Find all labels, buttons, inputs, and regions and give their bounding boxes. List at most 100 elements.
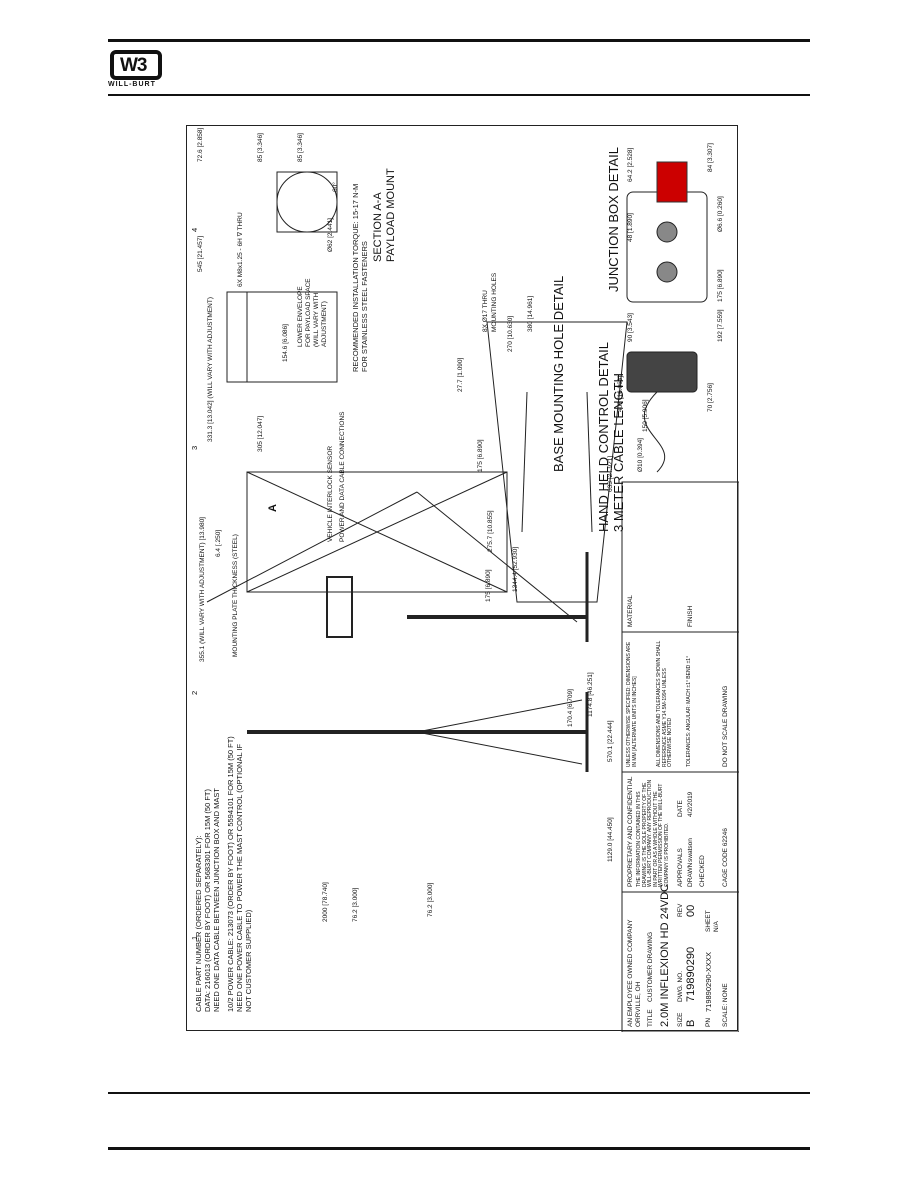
cable-note-1: CABLE PART NUMBER (ORDERED SEPARATELY): — [194, 835, 203, 1012]
tb-approvals: APPROVALS — [677, 848, 684, 887]
dim-270: 270 [10.630] — [507, 315, 514, 352]
lower-envelope-1: LOWER ENVELOPE — [297, 286, 304, 347]
tb-title: 2.0M INFLEXION HD 24VDC — [659, 883, 671, 1027]
base-plate — [486, 321, 628, 603]
dim-85-b: 85 [3.346] — [297, 133, 304, 162]
mast-arm-1 — [206, 491, 418, 603]
label-will-vary: 355.1 (WILL VARY WITH ADJUSTMENT) [13.98… — [199, 517, 206, 662]
cable-note-3: NEED ONE DATA CABLE BETWEEN JUNCTION BOX… — [212, 788, 221, 1012]
power-note-2: NEED ONE POWER CABLE TO POWER THE MAST C… — [235, 743, 244, 1012]
tb-prop-title: PROPRIETARY AND CONFIDENTIAL — [627, 776, 634, 887]
dim-90: 90 [3.543] — [627, 313, 634, 342]
tb-all-dims: ALL DIMENSIONS AND TOLERANCES SHOWN SHAL… — [656, 640, 673, 767]
tb-date: 4/2/2019 — [687, 791, 694, 817]
dim-305: 305 [12.047] — [257, 415, 264, 452]
tb-pn-label: PN — [705, 1017, 712, 1027]
section-sub: PAYLOAD MOUNT — [385, 168, 397, 262]
junction-title: JUNCTION BOX DETAIL — [606, 147, 621, 292]
footer-rule-top — [108, 1092, 810, 1094]
dim-72-6: 72.6 [2.858] — [197, 127, 204, 162]
lower-envelope-4: ADJUSTMENT) — [321, 301, 328, 347]
dim-331-3: 331.3 [13.042] (WILL VARY WITH ADJUSTMEN… — [207, 296, 214, 442]
drawing-sheet: CABLE PART NUMBER (ORDERED SEPARATELY): … — [186, 125, 739, 1032]
label-mounting-holes-1: 8X Ø17 THRU — [482, 290, 489, 332]
dim-6-6: Ø6.6 [0.260] — [717, 196, 724, 232]
grid-col-2: 2 — [190, 690, 199, 695]
tb-sheet-label: SHEET — [705, 910, 712, 932]
junction-box-knob-1 — [656, 261, 678, 283]
dim-175-b: 175 [6.890] — [477, 439, 484, 472]
dim-84: 84 [3.307] — [707, 143, 714, 172]
junction-box-outline — [626, 191, 708, 303]
tb-pn: 719890290-XXXX — [704, 951, 713, 1012]
header-rule-bottom — [108, 94, 810, 96]
torque-note-2: FOR STAINLESS STEEL FASTENERS — [360, 241, 369, 372]
grid-col-4: 4 — [190, 227, 199, 232]
dim-380: 380 [14.961] — [527, 295, 534, 332]
power-note-1: 10/2 POWER CABLE: 213073 (ORDER BY FOOT)… — [226, 736, 235, 1012]
logo-text: W3 — [120, 55, 147, 76]
logo-company-name: WILL-BURT — [108, 81, 156, 88]
handheld-title: HAND HELD CONTROL DETAIL — [596, 342, 611, 532]
will-burt-logo: W3 WILL-BURT — [108, 50, 168, 92]
junction-box-knob-2 — [656, 221, 678, 243]
tb-size: B — [685, 1019, 697, 1027]
rear-brace-r — [416, 699, 583, 733]
tb-drawn-by: swatson — [687, 838, 694, 862]
dim-170-4: 170.4 [6.709] — [567, 689, 574, 727]
tb-rev: 00 — [685, 904, 697, 917]
tb-company-1: AN EMPLOYEE OWNED COMPANY — [627, 919, 634, 1027]
label-interlock: VEHICLE INTERLOCK SENSOR — [327, 445, 334, 542]
dim-70: 70 [2.756] — [707, 383, 714, 412]
tb-customer: CUSTOMER DRAWING — [647, 931, 654, 1002]
mast-arm-2 — [416, 491, 578, 623]
tb-cage: CAGE CODE 62246 — [722, 828, 729, 887]
dim-48: 48 [1.890] — [627, 213, 634, 242]
dim-60: 60° — [332, 182, 339, 192]
label-power-data: POWER AND DATA CABLE CONNECTIONS — [339, 411, 346, 542]
tb-rev-label: REV — [677, 903, 684, 917]
tb-scale: SCALE: NONE — [722, 983, 729, 1027]
dim-2000: 2000 [78.740] — [322, 882, 329, 922]
dim-62: Ø62 [2.441] — [327, 218, 334, 252]
lower-envelope-3: (WILL VARY WITH — [313, 292, 320, 347]
handheld-sub: 3 METER CABLE LENGTH — [611, 373, 626, 532]
tb-unless: UNLESS OTHERWISE SPECIFIED: DIMENSIONS A… — [626, 641, 638, 767]
torque-note-1: RECOMMENDED INSTALLATION TORQUE: 15-17 N… — [351, 183, 360, 372]
junction-box-estop — [656, 161, 688, 203]
section-title: SECTION A-A — [372, 192, 384, 262]
title-block-frame — [621, 481, 739, 1032]
cable-note-2: DATA: 216013 (ORDER BY FOOT) OR 5683301 … — [203, 789, 212, 1012]
section-aa-frame — [276, 171, 338, 233]
base-rib-2 — [586, 391, 593, 533]
stowed-diag-2 — [246, 471, 508, 593]
dim-1129: 1129.0 [44.450] — [607, 817, 614, 862]
dim-64-2: 64.2 [2.528] — [627, 147, 634, 182]
dim-175-a: 175 [6.890] — [485, 569, 492, 602]
dim-27-7: 27.7 [1.090] — [457, 357, 464, 392]
section-mark-a: A — [267, 504, 279, 512]
tb-size-label: SIZE — [677, 1012, 684, 1027]
dim-1344-4: 1344.4 [52.930] — [512, 546, 519, 592]
logo-mark: W3 — [110, 50, 162, 80]
payload-mount-top — [226, 291, 338, 383]
tb-do-not-scale: DO NOT SCALE DRAWING — [722, 685, 729, 767]
rear-brace-l — [416, 731, 583, 765]
label-mounting-holes-2: MOUNTING HOLES — [491, 272, 498, 332]
tb-date-label: DATE — [677, 800, 684, 817]
dim-154-6: 154.6 [6.086] — [282, 324, 289, 362]
tb-company-2: ORRVILLE, OH — [635, 981, 642, 1027]
label-tapped: 6X M8x1.25 - 6H ∇ THRU — [237, 212, 244, 287]
tb-sheet: N/A — [713, 921, 720, 932]
dim-85-a: 85 [3.346] — [257, 133, 264, 162]
label-plate: MOUNTING PLATE THICKNESS (STEEL) — [232, 534, 239, 657]
dim-192: 192 [7.559] — [717, 309, 724, 342]
footer-rule-bottom — [108, 1147, 810, 1150]
tb-dwg-no: 719890290 — [685, 946, 697, 1002]
dim-275-7: 275.7 [10.855] — [487, 510, 494, 552]
dim-plate: 6.4 [.250] — [215, 529, 222, 557]
tb-drawn: DRAWN — [687, 862, 694, 887]
handheld-control — [626, 351, 698, 393]
dim-150: 150 [5.906] — [642, 399, 649, 432]
base-title: BASE MOUNTING HOLE DETAIL — [551, 275, 566, 472]
